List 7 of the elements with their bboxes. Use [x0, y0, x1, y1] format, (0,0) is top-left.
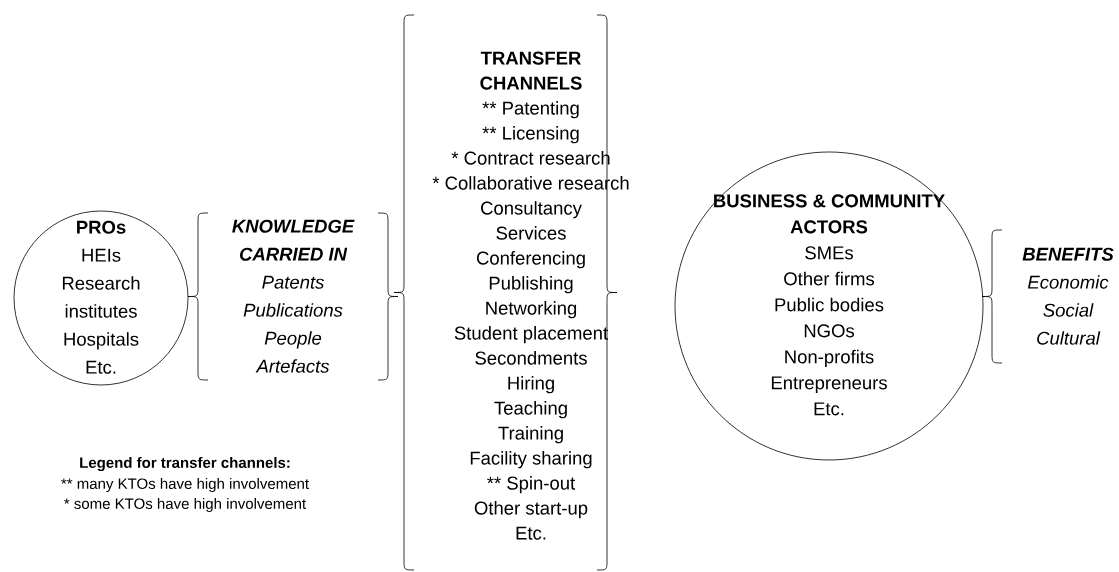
- circle-node: PROs HEIs Research institutes Hospitals Etc.: [13, 210, 189, 386]
- bracketed-text: KNOWLEDGE CARRIED IN Patents Publications People Artefacts: [187, 212, 399, 381]
- legend-title: Legend for transfer channels:: [80, 456, 290, 471]
- legend-note: ** many KTOs have high involvement: [61, 478, 309, 492]
- circle-node: BUSINESS & COMMUNITY ACTORS SMEs Other firms Public bodies NGOs Non-profits Entrepreneurs Etc.: [674, 151, 984, 461]
- bracketed-text: BENEFITS Economic Social Cultural: [981, 229, 1114, 364]
- legend-note: * some KTOs have high involvement: [64, 498, 307, 512]
